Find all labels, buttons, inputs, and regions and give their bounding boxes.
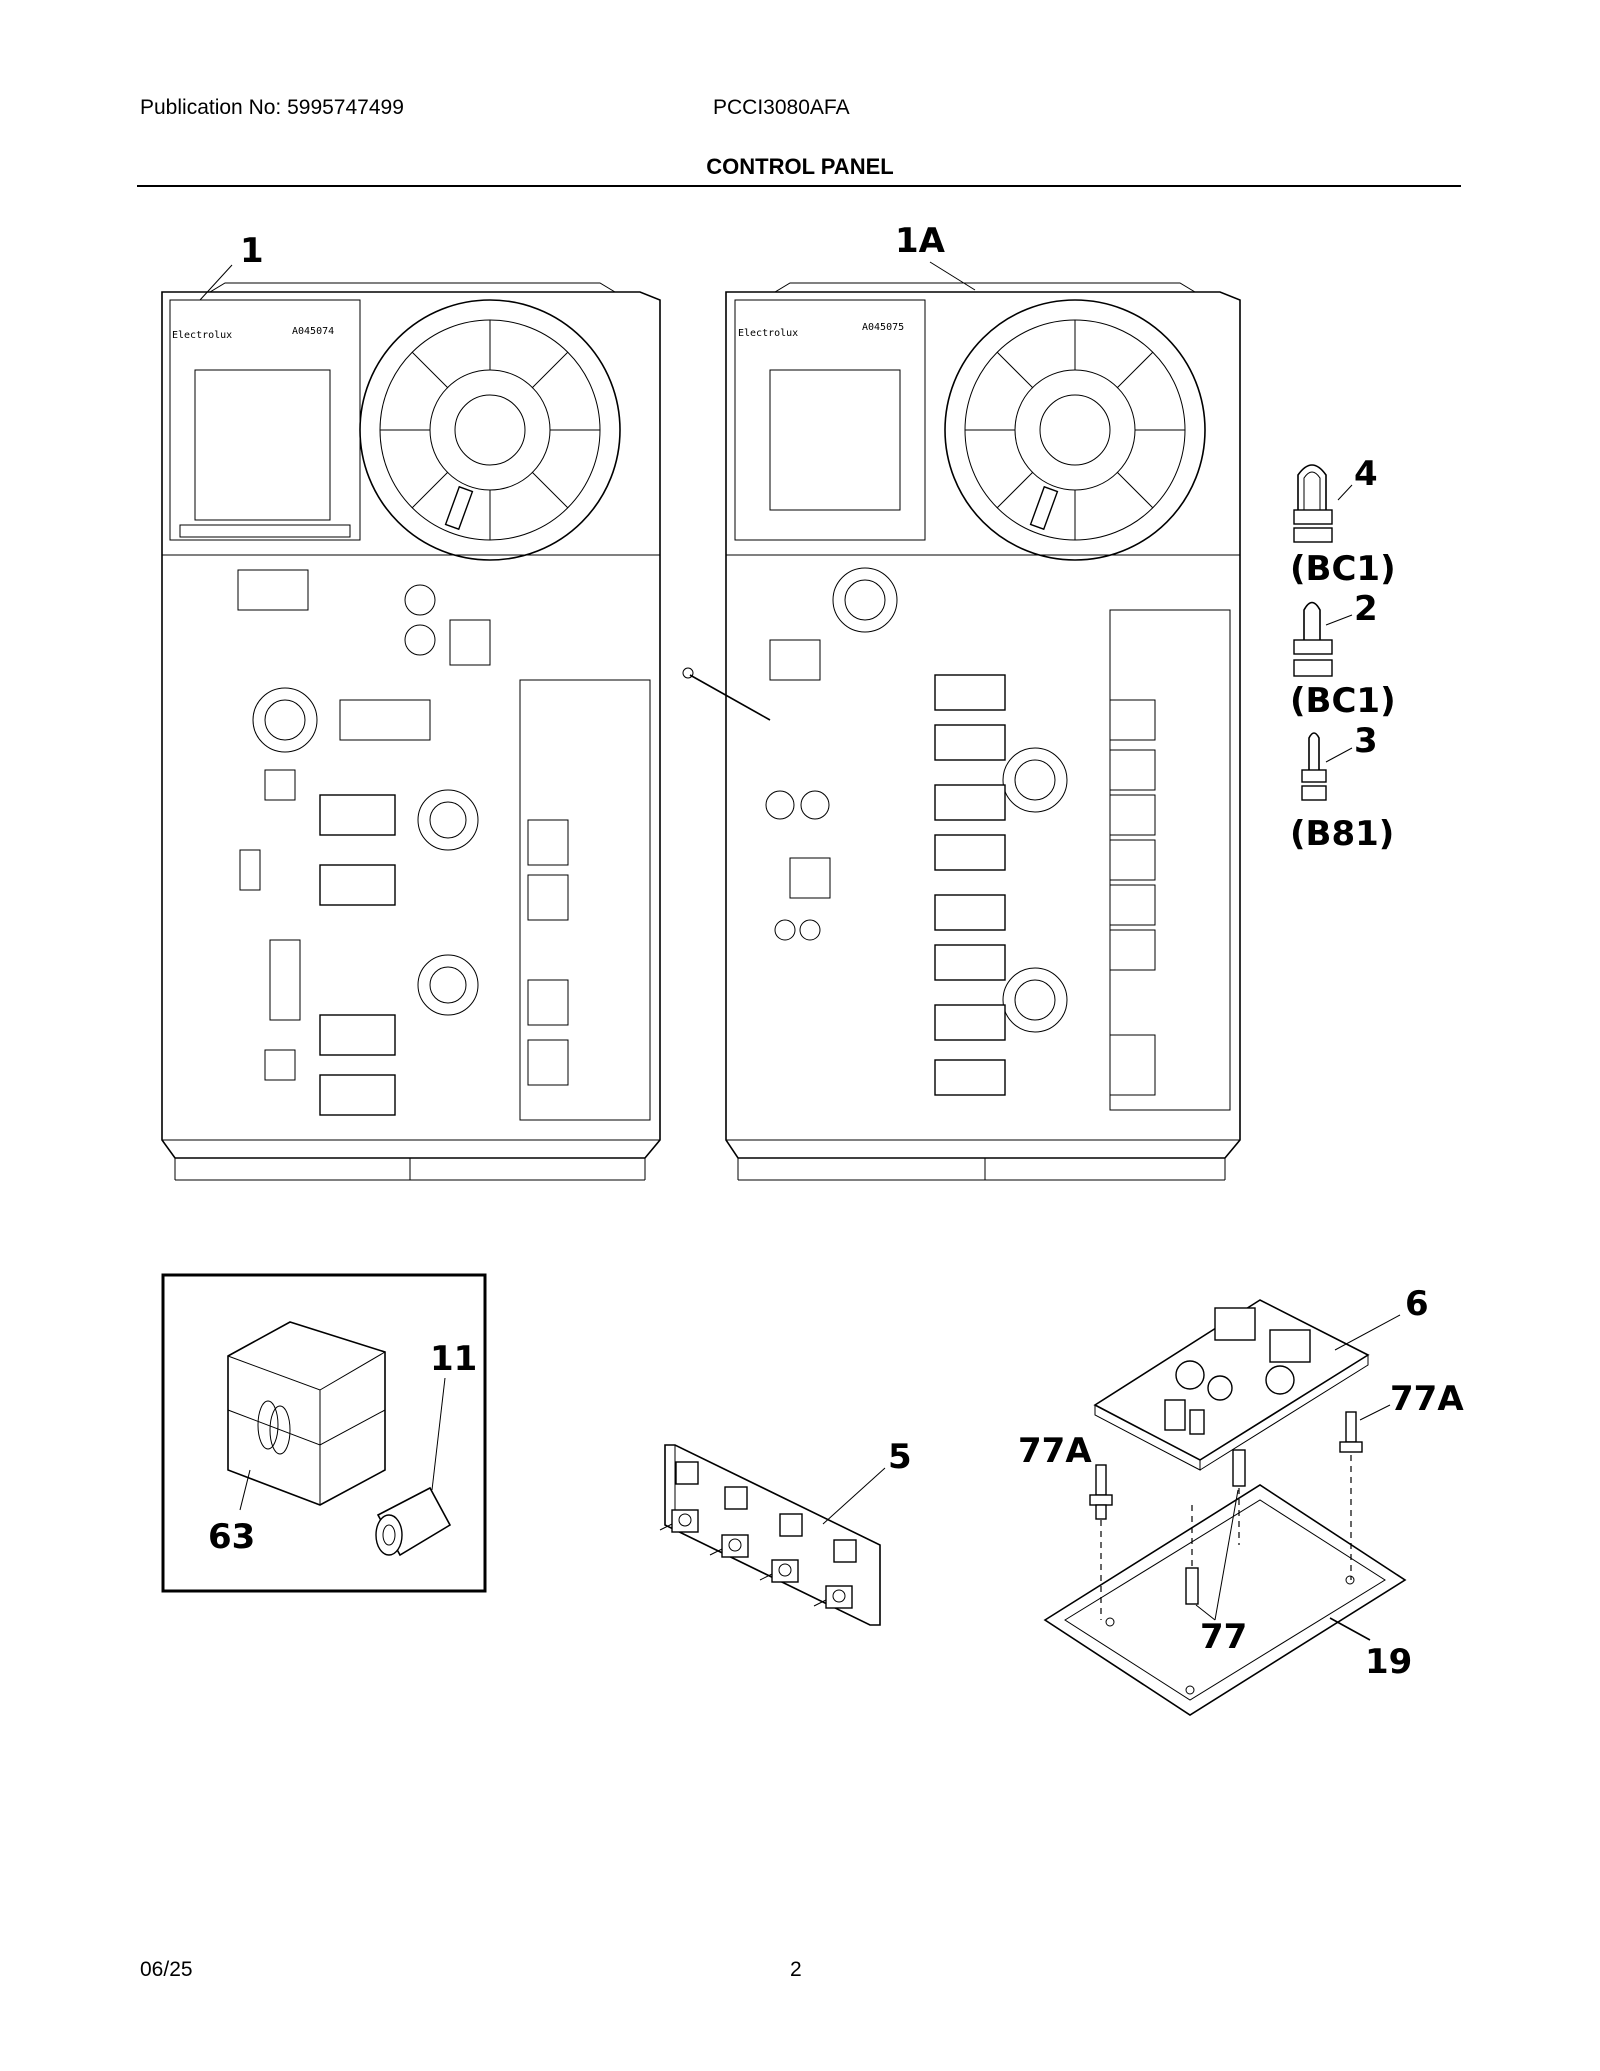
- wire-jumper-4: [1293, 464, 1353, 543]
- connector-b81-label: (B81): [1290, 814, 1394, 854]
- power-board-6: [1093, 1299, 1401, 1471]
- header-divider: [137, 185, 1461, 187]
- wire-jumper-2: [1293, 601, 1353, 677]
- callout-3: 3: [1354, 721, 1378, 761]
- standoff-77: [1185, 1449, 1246, 1621]
- publication-number: Publication No: 5995747499: [140, 96, 404, 119]
- callout-63: 63: [208, 1517, 255, 1557]
- callout-2: 2: [1354, 589, 1378, 629]
- control-board-1: A045074 Electrolux: [161, 282, 661, 1181]
- board-1a-code: A045075: [862, 322, 904, 333]
- standoff-77a-left: [1089, 1464, 1113, 1620]
- callout-6: 6: [1405, 1284, 1429, 1324]
- control-board-1a: A045075 Electrolux: [682, 282, 1241, 1181]
- callout-1: 1: [240, 231, 264, 271]
- callout-1a: 1A: [895, 221, 946, 261]
- board-1-brand: Electrolux: [172, 330, 232, 341]
- callout-11: 11: [430, 1339, 477, 1379]
- wire-jumper-3: [1301, 732, 1353, 801]
- model-number: PCCI3080AFA: [713, 96, 850, 119]
- cooling-fan-1a: [944, 299, 1206, 561]
- connector-bc1-label-b: (BC1): [1290, 681, 1396, 721]
- cooling-fan-1: [359, 299, 621, 561]
- switch-board-5: [659, 1444, 886, 1626]
- mounting-tray-19: [1043, 1484, 1407, 1716]
- board-1-code: A045074: [292, 326, 334, 337]
- callout-77a-left: 77A: [1018, 1431, 1092, 1471]
- publication-date: 06/25: [140, 1958, 193, 1981]
- page-number: 2: [790, 1958, 802, 1981]
- ferrite-kit-box: [161, 1273, 487, 1593]
- standoff-77a-right: [1339, 1404, 1391, 1580]
- connector-bc1-label-a: (BC1): [1290, 549, 1396, 589]
- board-1a-brand: Electrolux: [738, 328, 798, 339]
- section-title: CONTROL PANEL: [706, 154, 894, 179]
- callout-5: 5: [888, 1437, 912, 1477]
- callout-19: 19: [1365, 1642, 1412, 1682]
- callout-77: 77: [1200, 1617, 1247, 1657]
- callout-4: 4: [1354, 454, 1378, 494]
- callout-77a-right: 77A: [1390, 1379, 1464, 1419]
